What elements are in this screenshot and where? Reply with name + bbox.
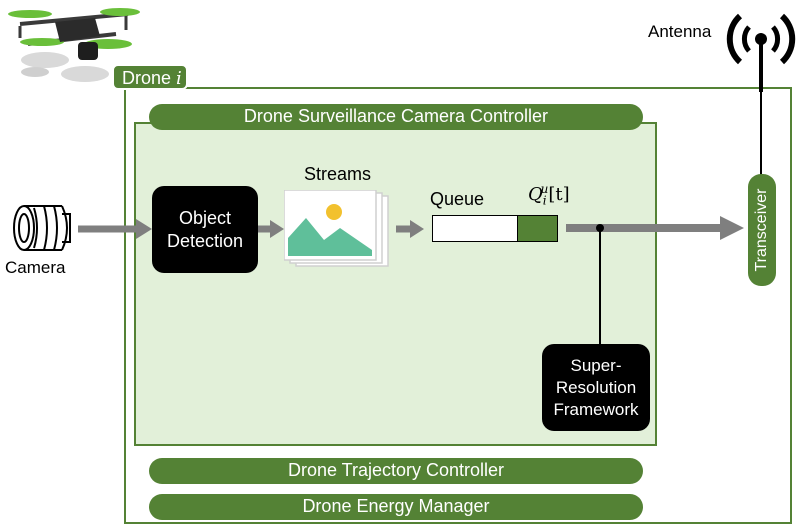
super-resolution-line1: Super- xyxy=(570,355,622,375)
antenna-icon xyxy=(726,13,796,92)
drone-icon xyxy=(8,8,140,82)
drone-label-text: Drone xyxy=(122,68,172,88)
image-stack-icon xyxy=(284,190,389,267)
transceiver-pill: Transceiver xyxy=(748,174,776,286)
antenna-label: Antenna xyxy=(648,22,712,41)
super-resolution-line2: Resolution xyxy=(555,377,637,397)
streams-label: Streams xyxy=(304,164,372,184)
object-detection-line2: Detection xyxy=(166,230,244,251)
object-detection-line1: Object xyxy=(178,207,232,228)
transceiver-label: Transceiver xyxy=(753,188,770,272)
queue-symbol-q: Q xyxy=(528,184,543,205)
queue-argument: [t] xyxy=(548,184,570,205)
queue-superscript: u xyxy=(540,182,549,196)
queue-filled-segment xyxy=(517,215,558,242)
super-resolution-block: Super- Resolution Framework xyxy=(542,344,650,431)
queue-symbol: Qiu[t] xyxy=(528,182,570,208)
drone-frame xyxy=(124,87,792,524)
trajectory-controller-pill: Drone Trajectory Controller xyxy=(149,458,643,484)
drone-index: i xyxy=(176,68,182,89)
queue-subscript: i xyxy=(542,193,547,208)
super-resolution-line3: Framework xyxy=(553,399,639,419)
object-detection-block: Object Detection xyxy=(152,186,258,273)
camera-controller-pill: Drone Surveillance Camera Controller xyxy=(149,104,643,130)
queue-label: Queue xyxy=(430,189,485,209)
drone-label: Drone i xyxy=(112,64,188,90)
camera-icon xyxy=(13,205,71,251)
energy-manager-pill: Drone Energy Manager xyxy=(149,494,643,520)
camera-label: Camera xyxy=(5,258,66,277)
